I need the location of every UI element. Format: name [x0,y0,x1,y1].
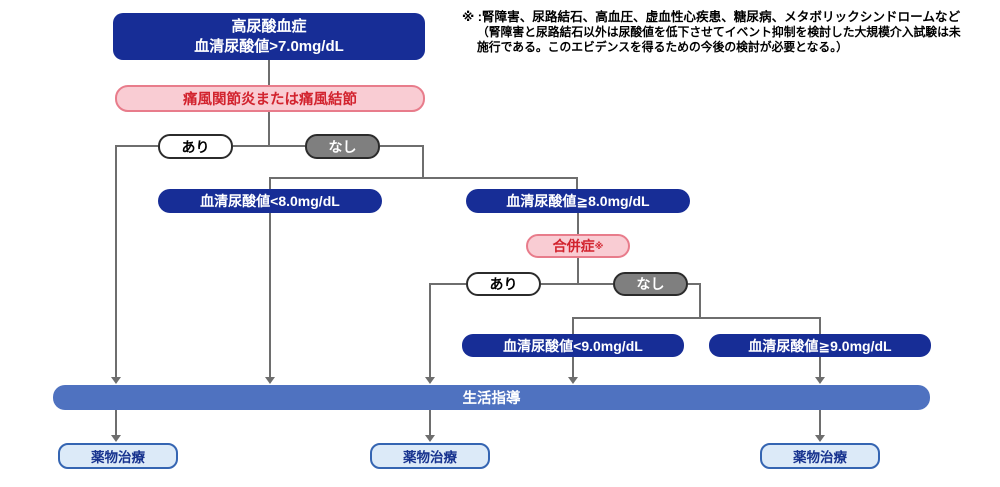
node-ua-ge-9-label: 血清尿酸値≧9.0mg/dL [748,337,892,354]
node-drug-therapy-1-label: 薬物治療 [91,450,145,465]
node-drug-therapy-3-label: 薬物治療 [793,450,847,465]
connector-line [115,410,117,436]
bar-lifestyle-guidance: 生活指導 [53,385,930,410]
footnote: ※ :腎障害、尿路結石、高血圧、虚血性心疾患、糖尿病、メタボリックシンドロームな… [462,9,961,55]
node-gout-arthritis-tophus: 痛風関節炎または痛風結節 [115,85,425,112]
pill-no-2: なし [613,272,688,296]
arrow-down-icon [815,377,825,384]
node-ua-lt-9: 血清尿酸値<9.0mg/dL [462,334,684,357]
connector-line [572,357,574,377]
arrow-down-icon [568,377,578,384]
node-complication-label: 合併症 [552,238,595,254]
connector-line [819,410,821,436]
footnote-line3: 施行である。このエビデンスを得るための今後の検討が必要となる。） [477,40,848,54]
connector-line [577,258,579,283]
connector-line [422,146,424,178]
arrow-down-icon [425,377,435,384]
node-ua-ge-9: 血清尿酸値≧9.0mg/dL [709,334,931,357]
connector-line [268,60,270,85]
node-hyperuricemia-line2: 血清尿酸値>7.0mg/dL [194,37,344,55]
connector-line [233,145,305,147]
connector-line [819,317,821,334]
connector-line [819,357,821,377]
connector-line [688,283,701,285]
connector-line [269,213,271,377]
node-gout-arthritis-tophus-label: 痛風関節炎または痛風結節 [183,92,357,108]
footnote-line2: （腎障害と尿路結石以外は尿酸値を低下させてイベント抑制を検討した大規模介入試験は… [477,25,961,39]
node-ua-ge-8-label: 血清尿酸値≧8.0mg/dL [506,193,650,209]
node-ua-lt-9-label: 血清尿酸値<9.0mg/dL [503,337,643,354]
node-ua-lt-8: 血清尿酸値<8.0mg/dL [158,189,382,213]
node-drug-therapy-1: 薬物治療 [58,443,178,469]
footnote-line1: ※ :腎障害、尿路結石、高血圧、虚血性心疾患、糖尿病、メタボリックシンドロームな… [462,10,961,24]
node-complication: 合併症※ [526,234,630,258]
connector-line [115,146,117,377]
pill-yes-2-label: あり [489,276,518,292]
connector-line [269,177,578,179]
node-hyperuricemia: 高尿酸血症 血清尿酸値>7.0mg/dL [113,13,425,60]
arrow-down-icon [425,435,435,442]
pill-yes-2: あり [466,272,541,296]
connector-line [429,283,431,377]
arrow-down-icon [111,435,121,442]
pill-no-2-label: なし [636,276,665,292]
arrow-down-icon [815,435,825,442]
node-drug-therapy-2-label: 薬物治療 [403,450,457,465]
node-drug-therapy-3: 薬物治療 [760,443,880,469]
connector-line [429,283,466,285]
connector-line [269,177,271,189]
pill-no-1-label: なし [328,138,357,155]
node-drug-therapy-2: 薬物治療 [370,443,490,469]
connector-line [577,213,579,234]
connector-line [380,145,424,147]
connector-line [576,177,578,189]
bar-lifestyle-guidance-label: 生活指導 [462,391,521,407]
connector-line [572,317,821,319]
connector-line [572,317,574,334]
pill-no-1: なし [305,134,380,159]
connector-line [541,283,613,285]
pill-yes-1-label: あり [181,138,210,155]
arrow-down-icon [111,377,121,384]
connector-line [115,145,158,147]
connector-line [699,283,701,318]
node-ua-ge-8: 血清尿酸値≧8.0mg/dL [466,189,690,213]
connector-line [268,112,270,146]
pill-yes-1: あり [158,134,233,159]
connector-line [429,410,431,436]
arrow-down-icon [265,377,275,384]
node-ua-lt-8-label: 血清尿酸値<8.0mg/dL [200,193,340,209]
complication-ref-mark: ※ [594,240,604,251]
node-hyperuricemia-line1: 高尿酸血症 [231,17,307,35]
